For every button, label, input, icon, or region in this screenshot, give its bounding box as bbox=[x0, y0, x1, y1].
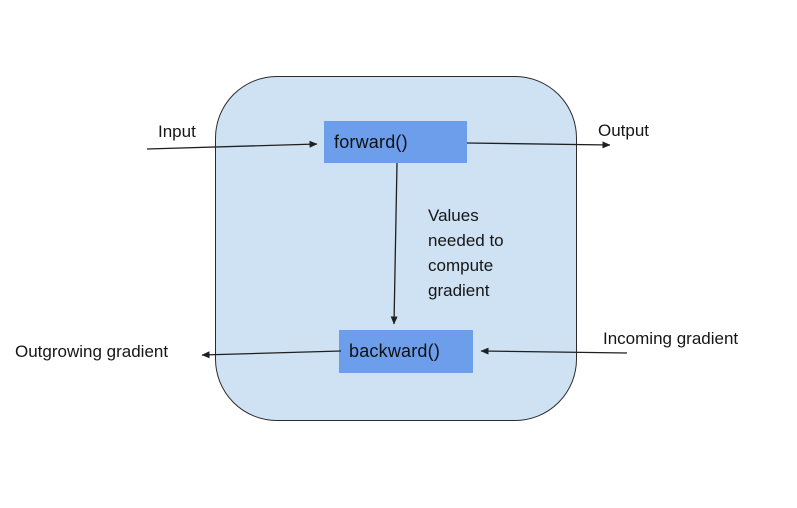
forward-node-label: forward() bbox=[334, 131, 408, 152]
output-label: Output bbox=[598, 121, 650, 140]
outgrowing-gradient-label: Outgrowing gradient bbox=[15, 342, 169, 361]
backward-node: backward() bbox=[339, 330, 473, 373]
values-note-label: Values needed to compute gradient bbox=[428, 206, 504, 300]
forward-node: forward() bbox=[324, 121, 467, 163]
input-label: Input bbox=[158, 122, 196, 141]
backward-node-label: backward() bbox=[349, 341, 441, 361]
incoming-gradient-label: Incoming gradient bbox=[603, 329, 739, 348]
